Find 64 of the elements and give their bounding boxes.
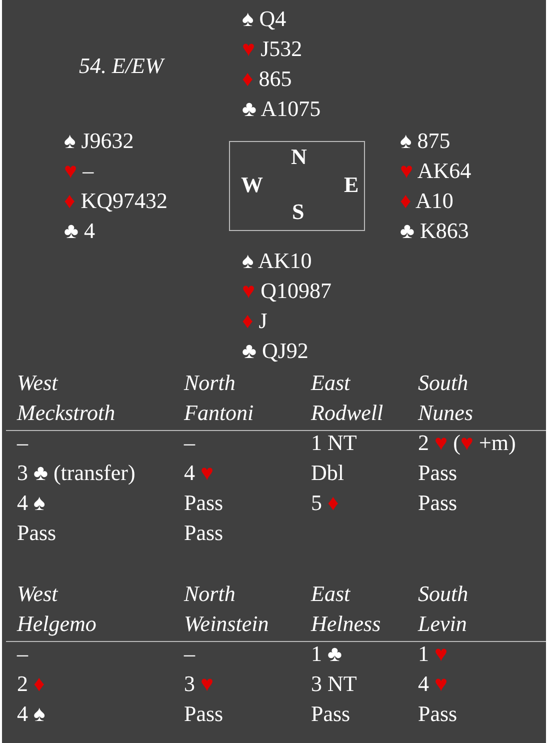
bid-text: 5 ♦ xyxy=(311,489,339,517)
player-name: Helness xyxy=(311,610,381,638)
bid-text: – xyxy=(184,429,195,457)
player-name: Nunes xyxy=(418,399,473,427)
card-holding: ♥ J532 xyxy=(242,35,302,63)
card-holding: ♠ J9632 xyxy=(64,127,134,155)
player-name: Weinstein xyxy=(184,610,269,638)
bid-text: Pass xyxy=(418,489,458,517)
bid-text: 4 ♠ xyxy=(17,489,46,517)
card-holding: ♣ QJ92 xyxy=(242,337,308,365)
seat-heading: North xyxy=(184,369,236,397)
bid-text: 1 NT xyxy=(311,429,357,457)
bid-text: 2 ♥ (♥ +m) xyxy=(418,429,516,457)
compass-letter: E xyxy=(344,173,359,197)
card-holding: ♣ A1075 xyxy=(242,95,321,123)
card-holding: ♦ KQ97432 xyxy=(64,187,168,215)
bid-text: 1 ♣ xyxy=(311,640,342,668)
card-holding: ♦ A10 xyxy=(400,187,454,215)
bid-text: – xyxy=(17,640,28,668)
bid-text: 4 ♥ xyxy=(184,459,214,487)
bid-text: Pass xyxy=(184,700,224,728)
card-holding: ♦ J xyxy=(242,307,268,335)
bid-text: Pass xyxy=(184,519,224,547)
seat-heading: South xyxy=(418,369,468,397)
bid-text: Pass xyxy=(184,489,224,517)
card-holding: ♠ 875 xyxy=(400,127,450,155)
player-name: Meckstroth xyxy=(17,399,116,427)
seat-heading: South xyxy=(418,580,468,608)
card-holding: ♦ 865 xyxy=(242,65,292,93)
player-name: Helgemo xyxy=(17,610,96,638)
card-holding: ♥ Q10987 xyxy=(242,277,332,305)
bid-text: Pass xyxy=(418,459,458,487)
seat-heading: West xyxy=(17,369,58,397)
bid-text: 4 ♥ xyxy=(418,670,448,698)
bid-text: 2 ♦ xyxy=(17,670,45,698)
seat-heading: East xyxy=(311,369,350,397)
compass-letter: S xyxy=(292,200,304,224)
bid-text: – xyxy=(184,640,195,668)
seat-heading: West xyxy=(17,580,58,608)
bid-text: 3 NT xyxy=(311,670,357,698)
bid-text: Pass xyxy=(17,519,56,547)
bid-text: Pass xyxy=(418,700,458,728)
bid-text: Pass xyxy=(311,700,350,728)
bid-text: 3 ♥ xyxy=(184,670,214,698)
bid-text: 1 ♥ xyxy=(418,640,448,668)
compass-box xyxy=(229,141,365,231)
deal-heading: 54. E/EW xyxy=(79,52,164,80)
seat-heading: East xyxy=(311,580,350,608)
bid-text: 3 ♣ (transfer) xyxy=(17,459,136,487)
card-holding: ♥ – xyxy=(64,157,94,185)
player-name: Fantoni xyxy=(184,399,254,427)
card-holding: ♠ AK10 xyxy=(242,247,312,275)
bid-text: – xyxy=(17,429,28,457)
card-holding: ♥ AK64 xyxy=(400,157,472,185)
card-holding: ♣ 4 xyxy=(64,217,95,245)
compass-letter: W xyxy=(241,173,263,197)
card-holding: ♠ Q4 xyxy=(242,5,286,33)
seat-heading: North xyxy=(184,580,236,608)
bid-text: 4 ♠ xyxy=(17,700,46,728)
player-name: Levin xyxy=(418,610,467,638)
player-name: Rodwell xyxy=(311,399,384,427)
card-holding: ♣ K863 xyxy=(400,217,469,245)
compass-letter: N xyxy=(291,145,307,169)
bid-text: Dbl xyxy=(311,459,344,487)
